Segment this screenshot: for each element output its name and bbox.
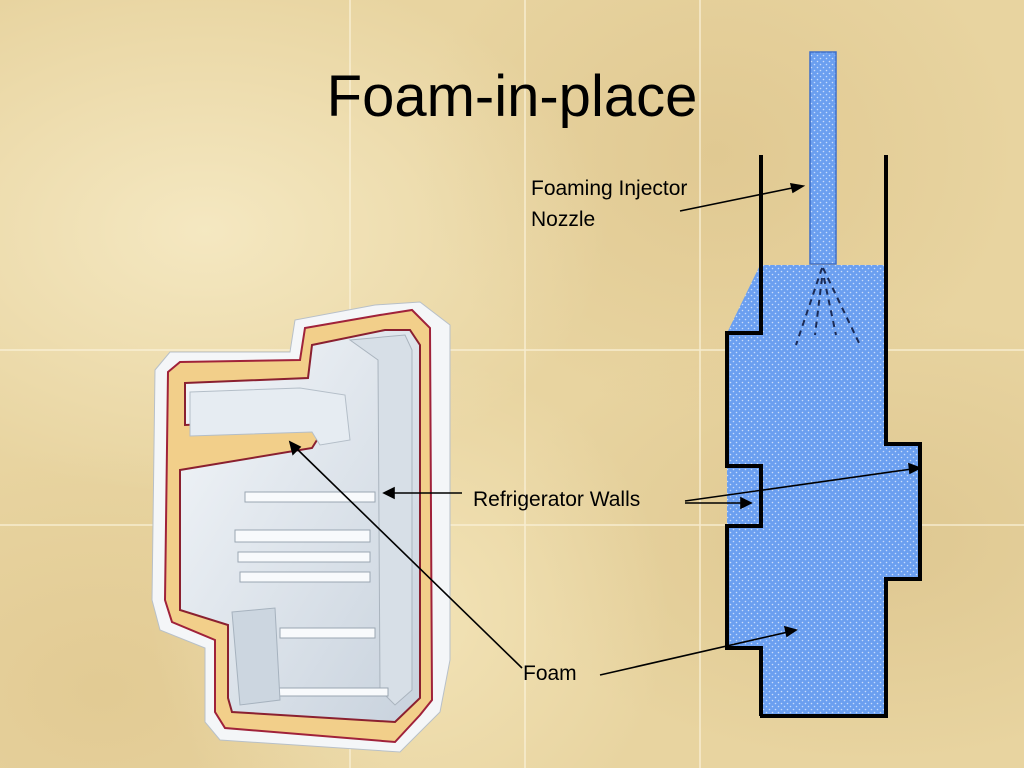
foam-spray-dashes (795, 267, 861, 346)
nozzle-pointer-line (679, 186, 798, 212)
label-refrigerator-walls: Refrigerator Walls (473, 488, 641, 511)
walls-pointer-arrowhead-left (382, 486, 395, 500)
nozzle-pointer-arrowhead (789, 183, 806, 194)
label-foam: Foam (523, 662, 577, 685)
cabinet-shelves (234, 491, 389, 697)
foam-pointer-line-right (599, 631, 789, 676)
mold-left-wall (725, 155, 763, 716)
foam-pointer-arrowhead-right (783, 625, 798, 638)
walls-pointer-arrowhead-far-right (908, 462, 923, 475)
foam-pointer-arrowhead-left (288, 440, 302, 456)
mold-foam-fill-left-bulge (727, 333, 761, 466)
foaming-injector-nozzle (809, 51, 837, 265)
cabinet-freezer-compartment (189, 387, 351, 446)
label-foaming-injector-nozzle: Foaming Injector Nozzle (531, 173, 687, 235)
foam-pointer-line-left (295, 447, 523, 669)
foam-mold-illustration (725, 51, 922, 718)
mold-foam-fill (727, 265, 920, 716)
walls-pointer-line-far-right (684, 468, 913, 502)
cabinet-right-wall-face (348, 334, 413, 706)
mold-right-wall (760, 155, 922, 718)
label-nozzle-line2: Nozzle (531, 208, 596, 231)
refrigerator-cabinet-illustration (151, 301, 451, 753)
pointer-arrows (288, 183, 923, 676)
label-nozzle-line1: Foaming Injector (531, 177, 688, 200)
slide-title: Foam-in-place (326, 64, 698, 129)
walls-pointer-arrowhead-right (740, 496, 753, 510)
cabinet-bottom-compartment (231, 607, 281, 706)
